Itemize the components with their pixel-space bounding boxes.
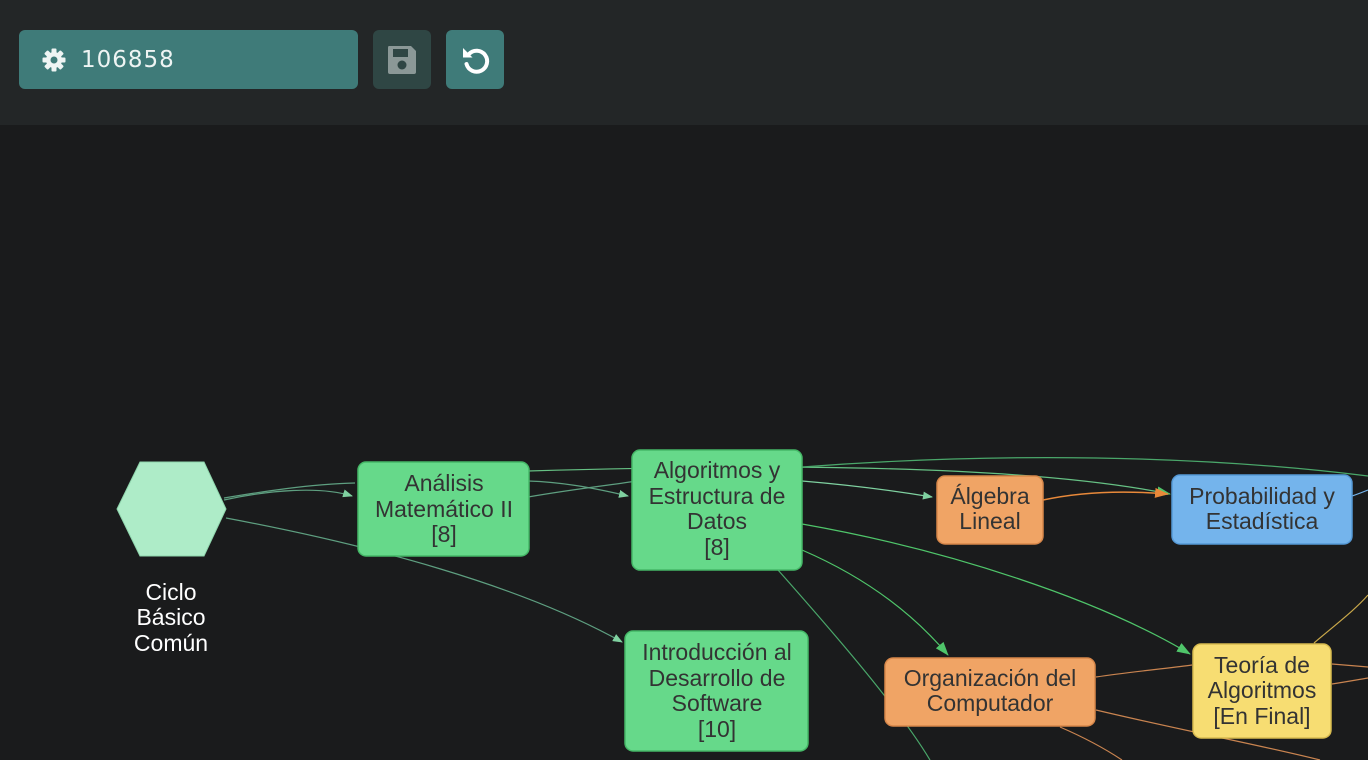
origin-label-3: Común bbox=[134, 630, 208, 656]
floppy-disk-icon bbox=[388, 45, 416, 74]
node-label: Introducción al bbox=[642, 639, 792, 665]
edge-teoria-right bbox=[1331, 663, 1368, 668]
node-label: [8] bbox=[431, 521, 457, 547]
node-label: [10] bbox=[698, 716, 736, 742]
node-label: Computador bbox=[927, 690, 1054, 716]
node-ciclo-basico-comun[interactable]: Ciclo Básico Común bbox=[116, 461, 227, 656]
node-label: Teoría de bbox=[1214, 652, 1310, 678]
edge-cbc-analisis bbox=[223, 489, 353, 501]
node-label: [8] bbox=[704, 534, 730, 560]
edge-algebra-probabilidad bbox=[1042, 487, 1169, 501]
edge-analisis-probabilidad bbox=[527, 466, 1171, 497]
edge-analisis-top bbox=[527, 480, 637, 498]
origin-label-1: Ciclo bbox=[145, 579, 196, 605]
node-label: Organización del bbox=[904, 665, 1077, 691]
node-label: Algoritmos bbox=[1208, 677, 1317, 703]
node-label: Software bbox=[672, 690, 763, 716]
gear-icon bbox=[41, 47, 67, 73]
edge-analisis-algoritmos bbox=[527, 480, 629, 498]
node-label: Matemático II bbox=[375, 496, 513, 522]
node-algoritmos-estructura-datos[interactable]: Algoritmos y Estructura de Datos [8] bbox=[631, 449, 803, 571]
node-label: Algoritmos y bbox=[654, 457, 781, 483]
node-analisis-matematico-ii[interactable]: Análisis Matemático II [8] bbox=[357, 461, 530, 557]
node-label: Estadística bbox=[1206, 508, 1319, 534]
edge-teoria-up bbox=[1313, 594, 1368, 644]
plan-value: 106858 bbox=[81, 46, 175, 73]
node-label: Lineal bbox=[959, 508, 1020, 534]
node-label: Desarrollo de bbox=[649, 665, 786, 691]
correlatives-graph: Ciclo Básico Común Análisis Matemático I… bbox=[116, 449, 1368, 760]
node-introduccion-desarrollo-software[interactable]: Introducción al Desarrollo de Software [… bbox=[624, 630, 809, 752]
graph-edges bbox=[223, 457, 1368, 760]
save-button[interactable] bbox=[373, 30, 431, 89]
node-organizacion-computador[interactable]: Organización del Computador bbox=[884, 657, 1096, 727]
edge-organizacion-teoria bbox=[1095, 664, 1193, 678]
plan-selector[interactable]: 106858 bbox=[19, 30, 358, 89]
top-toolbar: 106858 bbox=[0, 0, 1368, 125]
edge-organizacion-down bbox=[1059, 726, 1123, 760]
edge-algoritmos-organizacion bbox=[801, 549, 949, 656]
reset-button[interactable] bbox=[446, 30, 504, 89]
edge-teoria-right-2 bbox=[1331, 677, 1368, 685]
node-label: Análisis bbox=[404, 470, 483, 496]
edge-cbc-analisis-2 bbox=[223, 482, 356, 499]
edge-algoritmos-algebra bbox=[801, 480, 933, 500]
node-algebra-lineal[interactable]: Álgebra Lineal bbox=[936, 475, 1044, 545]
node-label: Datos bbox=[687, 508, 747, 534]
edge-algoritmos-teoria bbox=[801, 523, 1191, 655]
node-label: Estructura de bbox=[649, 483, 786, 509]
node-label: [En Final] bbox=[1213, 703, 1310, 729]
edge-probabilidad-right bbox=[1351, 489, 1368, 497]
edge-cbc-intro bbox=[225, 517, 623, 643]
node-label: Álgebra bbox=[950, 483, 1029, 509]
edge-algoritmos-top bbox=[801, 457, 1368, 477]
origin-label-2: Básico bbox=[136, 604, 205, 630]
rotate-left-icon bbox=[463, 47, 490, 74]
edge-algoritmos-down bbox=[777, 569, 931, 760]
node-teoria-algoritmos[interactable]: Teoría de Algoritmos [En Final] bbox=[1192, 643, 1332, 739]
node-label: Probabilidad y bbox=[1189, 483, 1335, 509]
node-probabilidad-estadistica[interactable]: Probabilidad y Estadística bbox=[1171, 474, 1353, 545]
